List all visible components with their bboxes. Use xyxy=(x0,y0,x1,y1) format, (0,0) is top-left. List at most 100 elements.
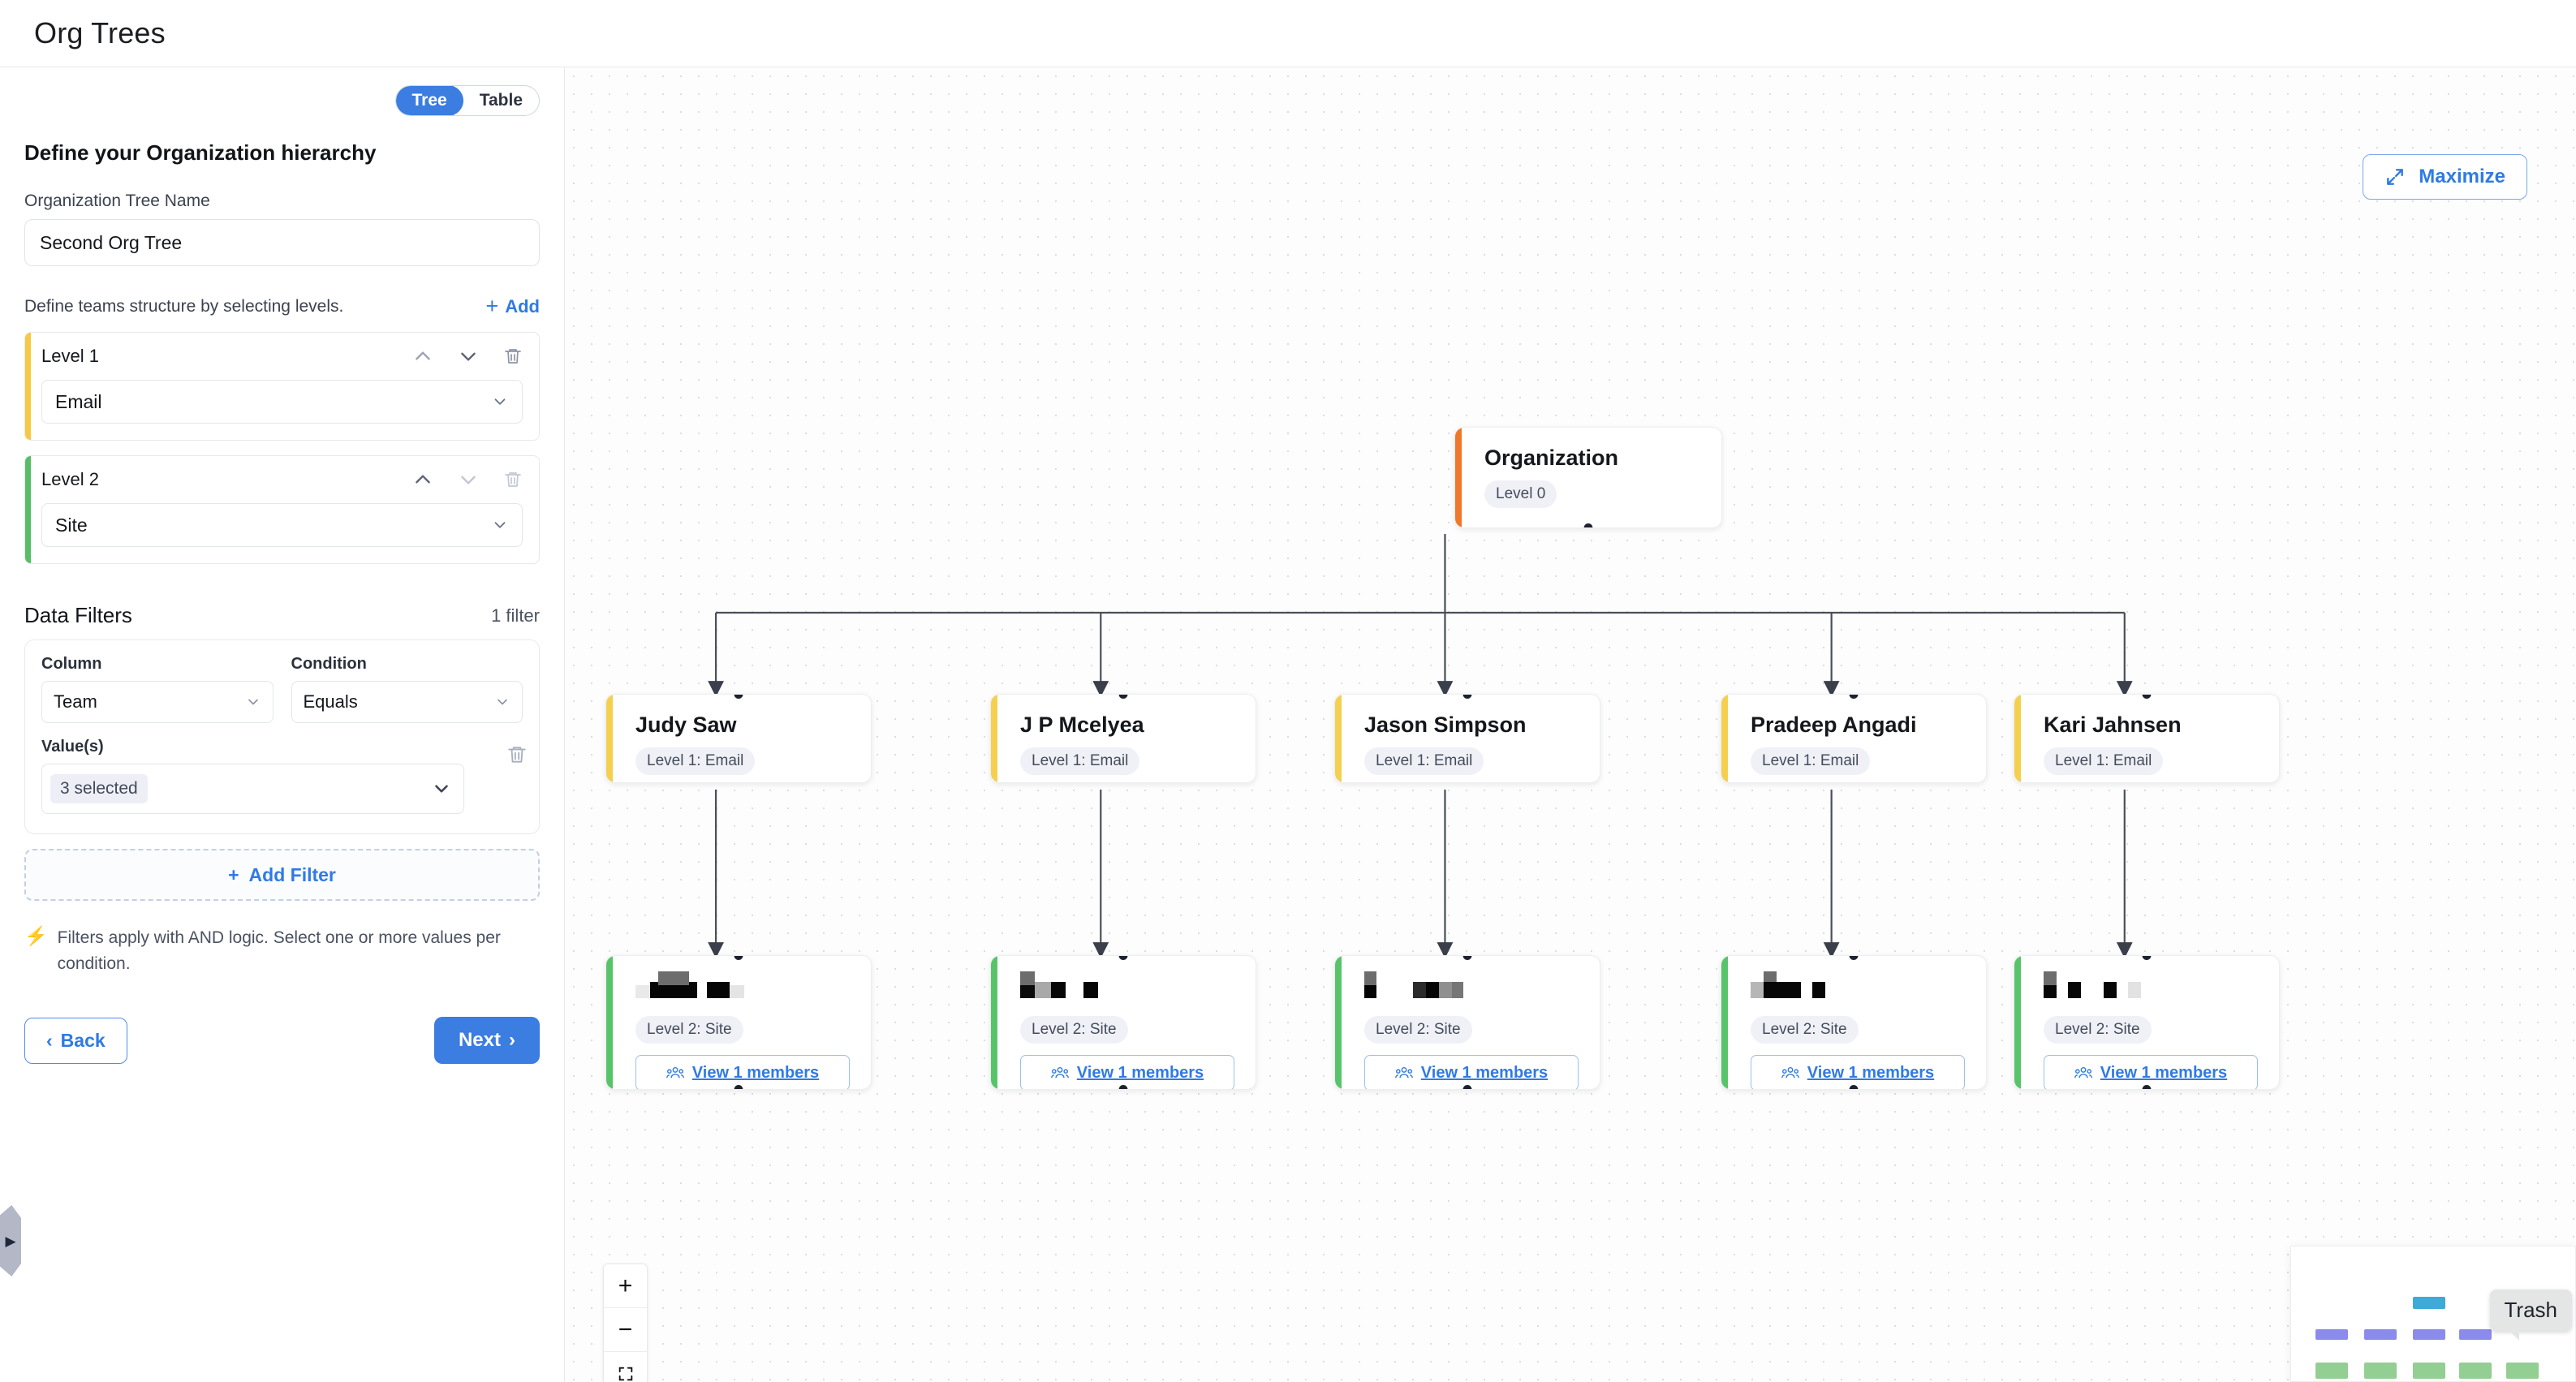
view-members-button[interactable]: View 1 members xyxy=(1020,1055,1234,1089)
maximize-icon xyxy=(2387,169,2404,185)
node-level-badge: Level 1: Email xyxy=(1364,747,1484,775)
trash-icon xyxy=(505,472,521,487)
org-node-root[interactable]: Organization Level 0 xyxy=(1454,427,1722,528)
filter-values-select[interactable]: 3 selected xyxy=(41,764,464,814)
filter-column-value: Team xyxy=(54,691,97,712)
add-filter-button[interactable]: + Add Filter xyxy=(24,849,540,901)
maximize-button[interactable]: Maximize xyxy=(2363,154,2527,200)
filter-row: Column Team Condition Equals xyxy=(24,639,540,834)
app-header: Org Trees xyxy=(0,0,2576,67)
zoom-out-button[interactable]: − xyxy=(604,1308,647,1352)
filter-condition-value: Equals xyxy=(303,691,358,712)
trash-icon xyxy=(505,349,521,364)
org-node-level1[interactable]: Pradeep Angadi Level 1: Email xyxy=(1721,694,1987,783)
delete-level-button[interactable] xyxy=(503,347,523,366)
minimap[interactable]: Trash xyxy=(2290,1246,2576,1382)
chevron-left-icon: ‹ xyxy=(46,1029,53,1051)
tab-table[interactable]: Table xyxy=(463,86,539,115)
org-node-level1[interactable]: Jason Simpson Level 1: Email xyxy=(1334,694,1600,783)
filter-column-select[interactable]: Team xyxy=(41,681,274,723)
node-level-badge: Level 1: Email xyxy=(2044,747,2164,775)
fit-view-button[interactable] xyxy=(604,1352,647,1382)
org-node-level2[interactable]: Level 2: Site View 1 members xyxy=(2014,955,2280,1090)
org-node-level1[interactable]: J P Mcelyea Level 1: Email xyxy=(990,694,1256,783)
redacted-node-title xyxy=(635,971,850,1005)
zoom-controls: + − xyxy=(603,1264,648,1382)
filter-condition-select[interactable]: Equals xyxy=(291,681,523,723)
node-port-bottom xyxy=(734,1085,743,1089)
tab-tree[interactable]: Tree xyxy=(395,86,463,115)
move-level-up-button[interactable] xyxy=(412,469,433,490)
view-members-button[interactable]: View 1 members xyxy=(2044,1055,2258,1089)
move-level-down-button[interactable] xyxy=(458,346,479,367)
node-level-badge: Level 2: Site xyxy=(1751,1016,1859,1044)
level-card-2: Level 2 Site xyxy=(24,455,540,564)
level-1-value: Email xyxy=(55,390,102,412)
zoom-in-button[interactable]: + xyxy=(604,1264,647,1308)
chevron-down-icon xyxy=(435,785,448,793)
values-label: Value(s) xyxy=(41,738,104,756)
add-level-button[interactable]: + Add xyxy=(485,295,540,317)
fit-view-icon xyxy=(618,1367,632,1380)
org-node-level2[interactable]: Level 2: Site View 1 members xyxy=(1721,955,1987,1090)
levels-hint: Define teams structure by selecting leve… xyxy=(24,296,344,316)
view-members-label: View 1 members xyxy=(1807,1063,1935,1082)
redacted-node-title xyxy=(1751,971,1965,1005)
chevron-down-icon xyxy=(494,522,506,528)
chevron-up-icon xyxy=(416,351,430,360)
level-1-select[interactable]: Email xyxy=(41,380,523,424)
move-level-up-button[interactable] xyxy=(412,346,433,367)
org-node-level2[interactable]: Level 2: Site View 1 members xyxy=(990,955,1256,1090)
node-level-badge: Level 2: Site xyxy=(1364,1016,1472,1044)
wizard-nav: ‹ Back Next › xyxy=(24,1017,540,1064)
node-level-badge: Level 2: Site xyxy=(635,1016,743,1044)
node-title: Organization xyxy=(1484,446,1619,470)
next-button[interactable]: Next › xyxy=(433,1017,540,1064)
node-port-top xyxy=(734,956,743,960)
minimap-node-level2 xyxy=(2506,1363,2539,1379)
lightning-icon: ⚡ xyxy=(24,925,48,946)
view-members-button[interactable]: View 1 members xyxy=(1751,1055,1965,1089)
condition-label: Condition xyxy=(291,655,367,673)
tree-name-input[interactable] xyxy=(24,219,540,266)
data-filters-header: Data Filters 1 filter xyxy=(24,603,540,628)
filters-note-text: Filters apply with AND logic. Select one… xyxy=(57,928,501,973)
org-node-level2[interactable]: Level 2: Site View 1 members xyxy=(1334,955,1600,1090)
filter-count-label: 1 filter xyxy=(491,605,540,626)
node-port-top xyxy=(734,695,743,699)
filters-note: ⚡ Filters apply with AND logic. Select o… xyxy=(24,925,540,976)
plus-icon: + xyxy=(485,294,499,318)
back-label: Back xyxy=(60,1029,106,1051)
back-button[interactable]: ‹ Back xyxy=(24,1017,127,1064)
minimap-node-level1 xyxy=(2315,1329,2348,1340)
node-title: J P Mcelyea xyxy=(1020,713,1144,737)
add-level-label: Add xyxy=(505,295,540,316)
move-level-down-button[interactable] xyxy=(458,469,479,490)
org-node-level1[interactable]: Kari Jahnsen Level 1: Email xyxy=(2014,694,2280,783)
column-label: Column xyxy=(41,655,102,673)
level-2-select[interactable]: Site xyxy=(41,503,523,547)
trash-tooltip: Trash xyxy=(2489,1289,2572,1341)
org-node-level2[interactable]: Level 2: Site View 1 members xyxy=(605,955,872,1090)
node-port-bottom xyxy=(2142,1085,2152,1089)
sidebar-collapse-handle[interactable]: ▶ xyxy=(0,1205,21,1277)
chevron-down-icon xyxy=(461,476,476,484)
view-members-button[interactable]: View 1 members xyxy=(635,1055,850,1089)
node-port-top xyxy=(1849,695,1859,699)
node-port-bottom xyxy=(1462,1085,1472,1089)
members-icon xyxy=(1050,1066,1069,1078)
view-members-label: View 1 members xyxy=(691,1063,820,1082)
level-card-1: Level 1 Email xyxy=(24,332,540,441)
chevron-down-icon xyxy=(248,699,258,705)
org-tree-canvas[interactable]: Maximize xyxy=(565,67,2576,1382)
config-sidebar: Tree Table Define your Organization hier… xyxy=(0,67,565,1382)
minimap-node-root xyxy=(2413,1297,2445,1309)
node-port-bottom xyxy=(1849,1085,1859,1089)
delete-level-button[interactable] xyxy=(503,470,523,489)
org-node-level1[interactable]: Judy Saw Level 1: Email xyxy=(605,694,872,783)
level-2-value: Site xyxy=(55,514,88,536)
view-members-label: View 1 members xyxy=(1420,1063,1549,1082)
delete-filter-button[interactable] xyxy=(506,744,528,768)
data-filters-title: Data Filters xyxy=(24,603,132,627)
view-members-button[interactable]: View 1 members xyxy=(1364,1055,1579,1089)
